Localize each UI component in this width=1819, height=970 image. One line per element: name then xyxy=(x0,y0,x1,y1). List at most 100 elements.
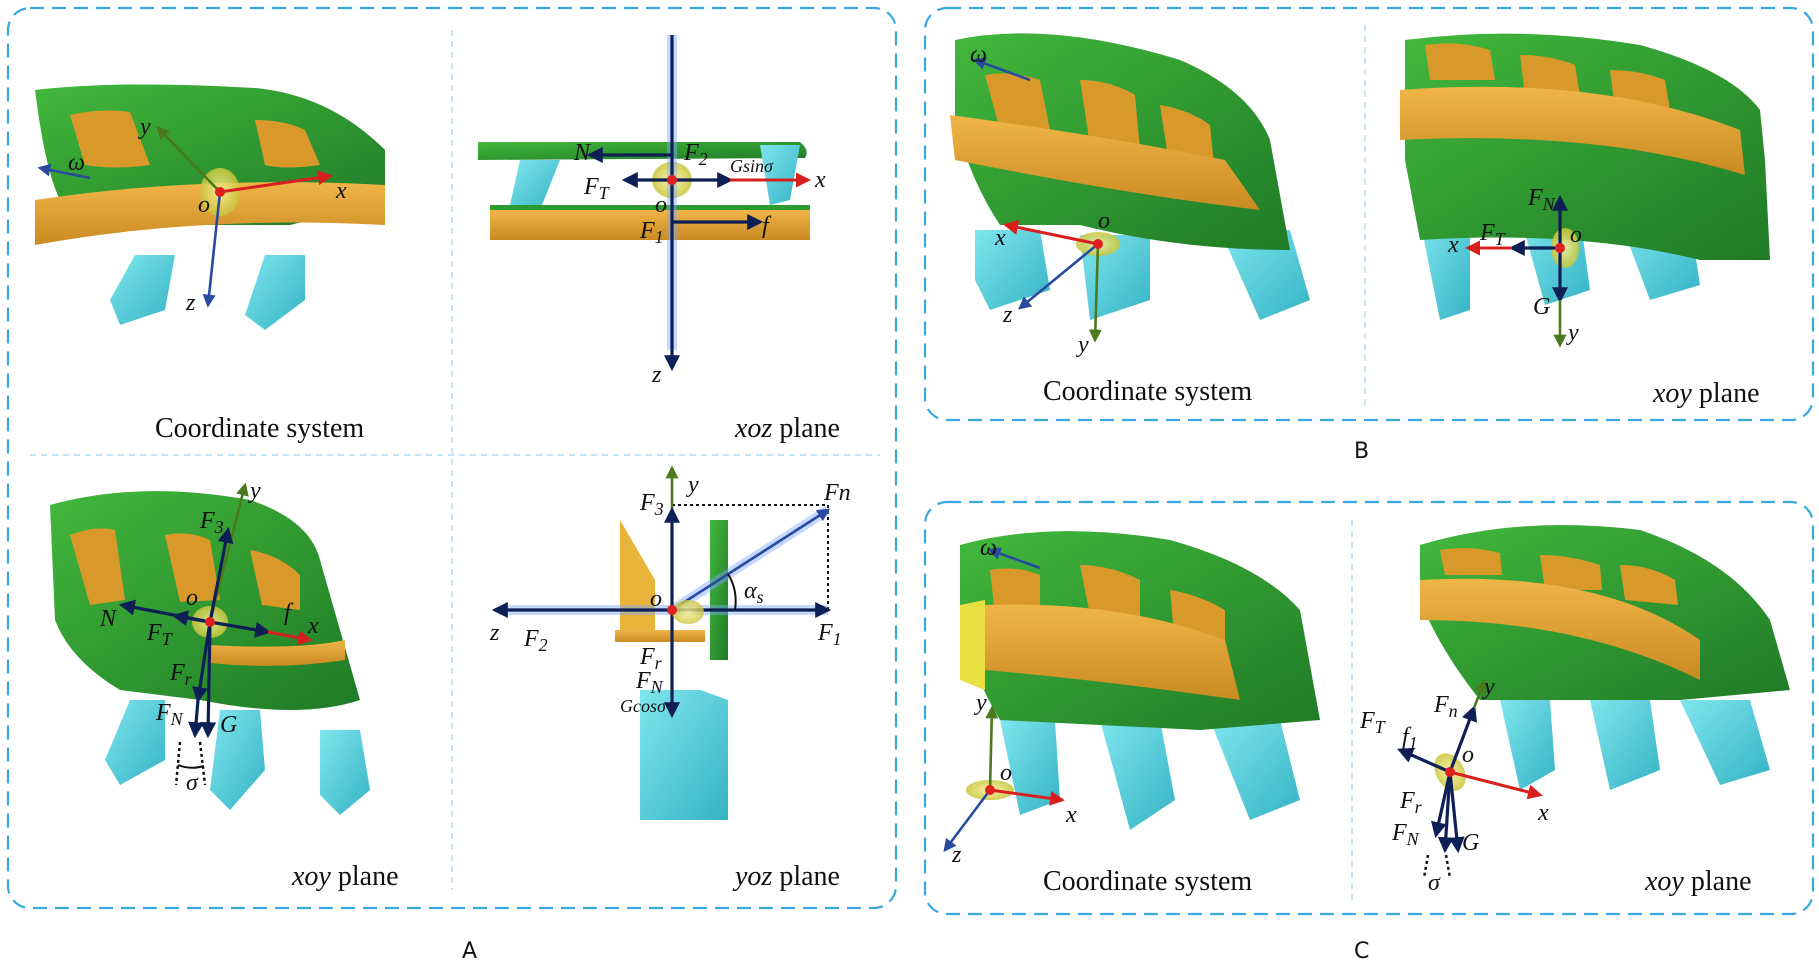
panel-a-yoz-plane: y F3 Fn o αs z F2 F1 Fr FN Gcosσ yoz pla… xyxy=(489,465,851,892)
z-label: z xyxy=(651,362,662,388)
origin-label: o xyxy=(1570,222,1582,248)
origin-label: o xyxy=(1462,742,1474,768)
caption-coordinate-system: Coordinate system xyxy=(1043,866,1252,897)
body-window xyxy=(165,533,220,602)
body-window xyxy=(985,73,1050,130)
y-label: y xyxy=(686,472,699,498)
force-FT-arrow xyxy=(1397,747,1451,774)
body-window xyxy=(1620,565,1678,605)
y-label: y xyxy=(138,114,151,140)
spray-ellipsoid xyxy=(672,600,704,624)
orange-band xyxy=(1400,86,1745,175)
caption-xoy-plane: xoy plane xyxy=(1652,378,1760,409)
body-window xyxy=(1520,55,1580,95)
finger-body xyxy=(710,520,728,660)
x-label: x xyxy=(1447,232,1459,258)
panel-c-xoy-plane: FT Fn y f1 o x Fr FN G σ xoy plane xyxy=(1359,525,1790,897)
x-label: x xyxy=(1065,802,1077,828)
z-axis xyxy=(1017,242,1099,310)
z-label: z xyxy=(1002,302,1013,328)
origin-label: o xyxy=(186,585,198,611)
x-axis xyxy=(989,788,1065,806)
orange-band xyxy=(950,115,1260,210)
y-label: y xyxy=(248,478,261,504)
force-N-label: N xyxy=(573,140,592,166)
force-FT-label: FT xyxy=(1479,220,1507,249)
force-Fn-arrow xyxy=(1448,705,1477,773)
origin-dot xyxy=(1555,243,1565,253)
sigma-label: σ xyxy=(186,770,199,796)
caption-xoy-plane: xoy plane xyxy=(291,861,399,892)
y-axis xyxy=(1472,679,1487,709)
x-label: x xyxy=(814,167,826,193)
force-FN-arrow xyxy=(1437,771,1454,854)
tooth xyxy=(210,710,265,810)
origin-dot xyxy=(205,617,215,627)
sigma-guide xyxy=(1422,854,1430,879)
origin-dot xyxy=(985,785,995,795)
tooth xyxy=(1590,700,1660,790)
force-Fr-arrow xyxy=(192,621,212,704)
tooth xyxy=(1680,700,1770,785)
y-label: y xyxy=(1566,320,1579,346)
sigma-guide xyxy=(174,741,182,786)
force-f1-label: f1 xyxy=(1402,724,1418,753)
tooth xyxy=(245,255,305,330)
sigma-arc xyxy=(177,764,205,769)
panel-c-frame xyxy=(923,500,1815,916)
body-window xyxy=(250,550,300,610)
y-label: y xyxy=(974,690,987,716)
panel-c-coordinate-system: y o x z ω Coordinate system xyxy=(943,531,1320,897)
tooth xyxy=(760,145,800,205)
z-label: z xyxy=(489,620,500,646)
force-Gsin-label: Gsinσ xyxy=(730,156,774,176)
caption-yoz-plane: yoz plane xyxy=(732,861,840,892)
panel-a-xoy-plane: y F3 N FT o f x Fr FN G σ xoy plane xyxy=(50,478,399,892)
caption-coordinate-system: Coordinate system xyxy=(1043,376,1252,407)
body-window xyxy=(1425,43,1495,80)
x-label: x xyxy=(307,613,319,639)
omega-label: ω xyxy=(970,42,987,68)
force-F1-label: F1 xyxy=(817,620,842,649)
force-FN-label: FN xyxy=(1391,820,1420,849)
origin-dot xyxy=(215,187,225,197)
tooth xyxy=(1420,220,1470,320)
panel-a-frame xyxy=(6,6,898,910)
force-F2-label: F2 xyxy=(523,626,548,655)
orange-band xyxy=(985,604,1240,700)
body-window xyxy=(70,528,125,605)
tooth xyxy=(975,230,1050,310)
tooth xyxy=(1220,230,1310,320)
omega-arrow xyxy=(37,163,91,180)
force-FT-arrow xyxy=(171,610,211,627)
caption-xoz-plane: xoz plane xyxy=(734,413,840,444)
sigma-label: σ xyxy=(1428,870,1441,896)
force-G-arrow xyxy=(1448,771,1465,854)
finger-edge xyxy=(960,600,985,690)
force-Gcos-label: Gcosσ xyxy=(620,696,667,716)
caption-xoy-plane: xoy plane xyxy=(1644,866,1752,897)
panel-a-coordinate-system: x y z o ω Coordinate system xyxy=(35,84,385,444)
tooth xyxy=(510,160,560,210)
force-F3-label: F3 xyxy=(639,490,664,519)
tooth xyxy=(1000,720,1060,815)
x-label: x xyxy=(994,225,1006,251)
sigma-guide xyxy=(198,741,207,786)
origin-dot xyxy=(667,605,677,615)
y-label: y xyxy=(1482,674,1495,700)
finger-body xyxy=(620,520,655,640)
force-G-arrow xyxy=(200,621,217,739)
y-label: y xyxy=(1076,332,1089,358)
y-axis xyxy=(985,705,999,791)
origin-label: o xyxy=(198,192,210,218)
tooth xyxy=(1500,700,1555,790)
tooth xyxy=(320,730,370,815)
body-window xyxy=(255,120,320,168)
force-f-label: f xyxy=(762,213,772,239)
panel-a-label: A xyxy=(462,939,477,964)
force-FN-arrow xyxy=(188,699,205,739)
force-G-label: G xyxy=(1533,294,1550,320)
x-axis xyxy=(267,630,313,646)
force-FN-label: FN xyxy=(155,700,184,729)
